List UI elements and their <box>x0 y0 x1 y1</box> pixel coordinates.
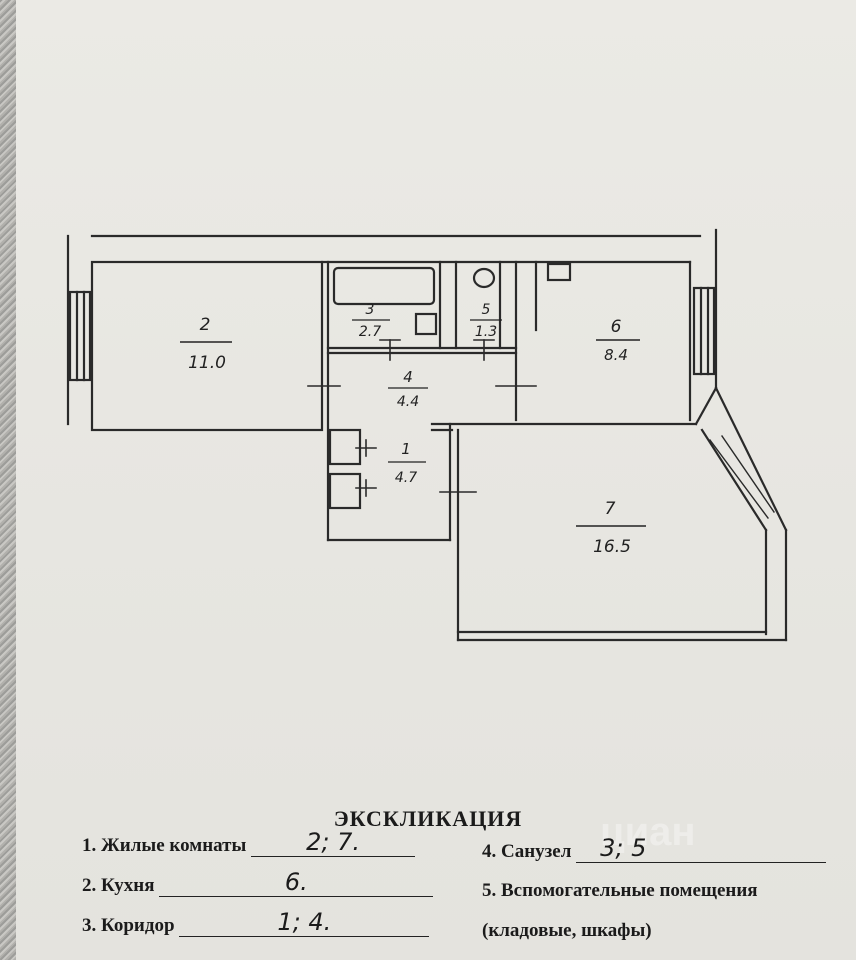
explication-label: 3. Коридор <box>82 915 175 936</box>
stove <box>546 262 572 282</box>
explication-item-3: 3. Коридор 1; 4. <box>82 908 430 937</box>
svg-text:4.7: 4.7 <box>395 470 417 486</box>
explication-value: 1; 4. <box>277 908 332 936</box>
explication-label: 1. Жилые комнаты <box>82 835 247 856</box>
window-left <box>68 290 92 382</box>
room-label-6: 6 8.4 <box>596 317 640 364</box>
explication-item-4: 4. Санузел 3; 5 <box>482 834 827 863</box>
paper-sheet <box>16 0 856 960</box>
explication-label: 2. Кухня <box>82 875 155 896</box>
scan-edge <box>0 0 16 960</box>
explication-title: ЭКСКЛИКАЦИЯ <box>333 806 523 831</box>
explication-label: 4. Санузел <box>482 841 572 862</box>
room-label-4: 4 4.4 <box>388 368 428 410</box>
explication-fill-line: 6. <box>159 868 434 897</box>
door-marks <box>307 339 537 501</box>
room-2-walls <box>90 260 324 432</box>
bathtub <box>332 266 436 306</box>
explication-value: 3; 5 <box>600 834 647 862</box>
room-label-7: 7 16.5 <box>576 499 646 557</box>
svg-text:2.7: 2.7 <box>359 324 381 340</box>
explication-value: 2; 7. <box>306 828 360 856</box>
explication-value: 6. <box>284 868 308 896</box>
room-label-1: 1 4.7 <box>388 440 426 486</box>
room-label-2: 2 11.0 <box>180 315 232 373</box>
svg-text:1.3: 1.3 <box>475 324 497 340</box>
toilet <box>472 267 496 289</box>
svg-text:5: 5 <box>482 302 491 318</box>
closet-2 <box>328 472 362 510</box>
closet-1 <box>328 428 362 466</box>
svg-text:4.4: 4.4 <box>397 394 419 410</box>
watermark: циан <box>600 810 696 854</box>
explication-item-2: 2. Кухня 6. <box>82 868 434 897</box>
svg-text:6: 6 <box>611 317 622 337</box>
room-label-5: 5 1.3 <box>470 302 502 340</box>
svg-text:16.5: 16.5 <box>593 537 631 557</box>
explication-fill-line: 3; 5 <box>576 834 827 863</box>
explication-item-1: 1. Жилые комнаты 2; 7. <box>82 828 416 857</box>
svg-text:8.4: 8.4 <box>604 346 628 364</box>
svg-text:3: 3 <box>366 302 375 318</box>
room-label-3: 3 2.7 <box>352 302 390 340</box>
window-kitchen <box>692 286 716 376</box>
sink <box>414 312 438 336</box>
svg-text:4: 4 <box>403 368 413 386</box>
explication-item-5: 5. Вспомогательные помещения <box>482 880 758 902</box>
explication-fill-line: 2; 7. <box>251 828 416 857</box>
svg-text:11.0: 11.0 <box>188 353 226 373</box>
explication-note: (кладовые, шкафы) <box>482 920 652 941</box>
explication-fill-line: 1; 4. <box>179 908 430 937</box>
explication-label: 5. Вспомогательные помещения <box>482 880 758 901</box>
svg-text:1: 1 <box>401 440 411 458</box>
svg-text:7: 7 <box>605 499 616 519</box>
svg-text:2: 2 <box>200 315 211 335</box>
